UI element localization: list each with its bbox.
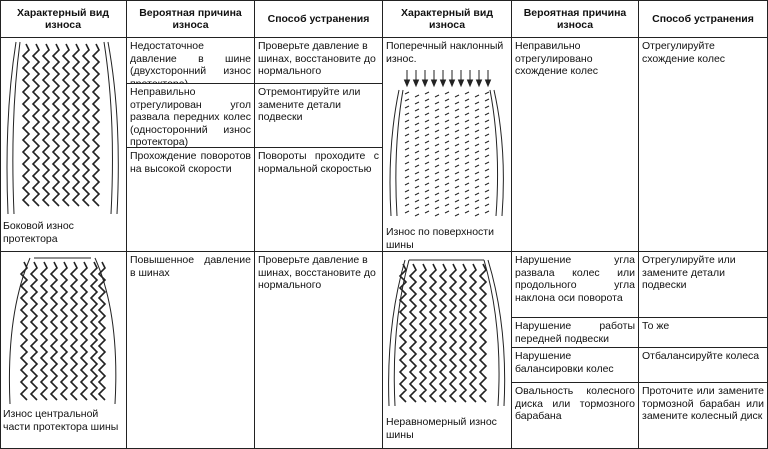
fix-front-suspension: То же xyxy=(639,318,768,348)
cause-front-suspension: Нарушение работы передней подвески xyxy=(512,318,639,348)
fix-toe-in: Отрегулируйте схождение колес xyxy=(639,38,768,252)
header-view-left: Характерный вид износа xyxy=(0,0,127,38)
header-fix-right: Способ устранения xyxy=(639,0,768,38)
cause-camber: Неправильно отрегулирован угол развала п… xyxy=(127,84,255,148)
tire-uneven-wear-cell: Неравномерный износ шины xyxy=(383,252,512,449)
fix-wheel-balance: Отбалансируйте колеса xyxy=(639,348,768,383)
header-fix-left: Способ устранения xyxy=(255,0,383,38)
cause-high-speed-turns: Прохождение поворотов на высокой скорост… xyxy=(127,148,255,252)
header-cause-right: Вероятная причина износа xyxy=(512,0,639,38)
tire-uneven-wear-illustration xyxy=(388,259,506,406)
fix-low-pressure: Проверьте давление в шинах, восстановите… xyxy=(255,38,383,84)
cause-high-pressure: Повышенное давление в шинах xyxy=(127,252,255,449)
cause-ovality: Овальность колесного диска или тормозног… xyxy=(512,383,639,449)
cause-low-pressure: Недостаточное давление в шине (двухсторо… xyxy=(127,38,255,84)
tire-diagonal-wear-caption-bottom: Износ по поверхности шины xyxy=(386,226,494,251)
header-cause-left: Вероятная причина износа xyxy=(127,0,255,38)
fix-high-speed-turns: Повороты проходите с нормальной скорость… xyxy=(255,148,383,252)
tire-diagonal-wear-cell: Поперечный наклонный износ. Износ по пов… xyxy=(383,38,512,252)
tire-center-wear-illustration xyxy=(8,257,117,404)
tire-center-wear-caption: Износ центральной части протектора шины xyxy=(3,408,119,433)
tire-uneven-wear-caption: Неравномерный износ шины xyxy=(386,416,497,441)
fix-camber: Отремонтируйте или замените детали подве… xyxy=(255,84,383,148)
header-view-right: Характерный вид износа xyxy=(383,0,512,38)
cause-wheel-balance: Нарушение балансировки колес xyxy=(512,348,639,383)
cause-alignment-angles: Нарушение угла развала колес или продоль… xyxy=(512,252,639,318)
tire-side-wear-cell: Боковой износ протектора xyxy=(0,38,127,252)
tire-side-wear-illustration xyxy=(6,41,119,214)
tire-side-wear-caption: Боковой износ протектора xyxy=(3,220,74,245)
fix-alignment-angles: Отрегулируйте или замените детали подвес… xyxy=(639,252,768,318)
fix-ovality: Проточите или замените тормозной барабан… xyxy=(639,383,768,449)
fix-high-pressure: Проверьте давление в шинах, восстановите… xyxy=(255,252,383,449)
tire-center-wear-cell: Износ центральной части протектора шины xyxy=(0,252,127,449)
tire-diagonal-wear-caption-top: Поперечный наклонный износ. xyxy=(386,40,504,65)
cause-toe-in: Неправильно отрегулировано схождение кол… xyxy=(512,38,639,252)
tire-diagonal-wear-illustration xyxy=(389,70,504,217)
